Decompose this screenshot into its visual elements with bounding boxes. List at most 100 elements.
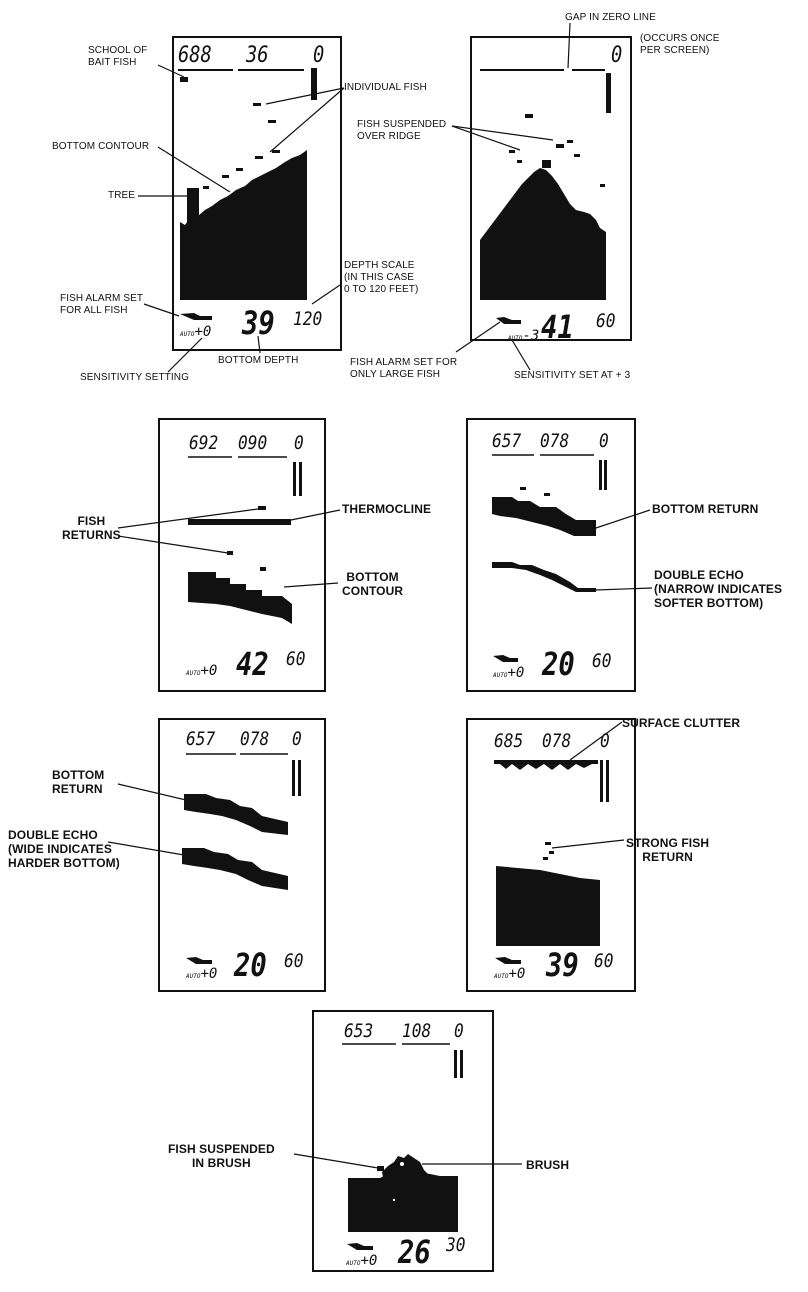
label-bottom-return-4: BOTTOM RETURN (652, 502, 759, 516)
label-bottom-return-5: BOTTOM RETURN (52, 768, 105, 796)
bottom-contour (180, 150, 307, 300)
panel-4-scale-readout: 60 (592, 650, 612, 672)
bottom-return (184, 794, 288, 835)
panel-1-scale-readout: 120 (293, 308, 323, 330)
fish-mark (544, 493, 550, 496)
panel-3-top-right-readout: 0 (294, 432, 304, 454)
fish-mark (253, 103, 261, 106)
fish-mark (255, 156, 263, 159)
double-echo (492, 562, 596, 592)
fish-alarm-symbol (180, 313, 212, 320)
panel-1-top-left-readout: 688 (178, 43, 212, 68)
fish-mark (236, 168, 243, 171)
strong-fish-mark (545, 842, 551, 845)
sonar-panel-3 (158, 418, 326, 692)
zero-line-bar (292, 760, 295, 796)
brush-gap (400, 1162, 404, 1166)
thermocline (188, 519, 291, 525)
fish-mark (272, 150, 280, 153)
label-double-echo-wide: DOUBLE ECHO (WIDE INDICATES HARDER BOTTO… (8, 828, 120, 870)
label-bottom-contour: BOTTOM CONTOUR (52, 141, 150, 152)
zero-line-bar (311, 68, 317, 100)
zero-line-bar (604, 460, 607, 490)
panel-6-leaders (551, 721, 625, 849)
zero-line-bar (606, 73, 611, 113)
label-individual-fish: INDIVIDUAL FISH (344, 82, 427, 93)
panel-7-sensitivity: AUTO+0 (346, 1253, 378, 1269)
label-depth-scale: DEPTH SCALE (IN THIS CASE 0 TO 120 FEET) (344, 260, 419, 295)
label-fish-alarm-large: FISH ALARM SET FOR ONLY LARGE FISH (350, 357, 458, 380)
zero-line-bar (606, 760, 609, 802)
zero-line-bar (293, 462, 296, 496)
panel-1-top-right-readout: 0 (313, 43, 325, 68)
fish-mark (600, 184, 605, 187)
label-thermocline: THERMOCLINE (342, 502, 432, 516)
ridge-contour (480, 168, 606, 300)
fish-mark (567, 140, 573, 143)
zero-line-bar (298, 760, 301, 796)
fish-alarm-symbol (186, 957, 212, 964)
fish-mark (520, 487, 526, 490)
fish-in-brush (377, 1166, 384, 1171)
panel-6-sensitivity: AUTO+0 (494, 966, 526, 982)
panel-5-sensitivity: AUTO+0 (186, 966, 218, 982)
panel-7-scale-readout: 30 (446, 1234, 466, 1256)
label-school-of-bait-fish: SCHOOL OF BAIT FISH (88, 45, 148, 68)
fish-mark (574, 154, 580, 157)
label-gap-in-zero-line: GAP IN ZERO LINE (565, 12, 656, 23)
panel-1-leaders (138, 64, 345, 373)
panel-4-top-mid-readout: 078 (540, 430, 570, 452)
label-bottom-contour-3: BOTTOM CONTOUR (342, 570, 404, 598)
panel-7-depth-readout: 26 (398, 1233, 431, 1271)
strong-fish-mark (543, 857, 548, 860)
fish-alarm-symbol (496, 317, 521, 324)
panel-3-depth-readout: 42 (236, 645, 269, 683)
strong-fish-mark (549, 851, 554, 854)
bottom-contour (188, 572, 292, 624)
fish-mark (222, 175, 229, 178)
bottom-return (492, 497, 596, 536)
panel-5-scale-readout: 60 (284, 950, 304, 972)
fish-mark (525, 114, 533, 118)
label-fish-returns: FISH RETURNS (62, 514, 121, 542)
panel-6-top-left-readout: 685 (494, 730, 524, 752)
sonar-panel-4 (466, 418, 636, 692)
panel-2-leaders (451, 22, 571, 371)
surface-clutter-texture (500, 764, 592, 770)
zero-line-bar (460, 1050, 463, 1078)
panel-7-top-right-readout: 0 (454, 1020, 464, 1042)
panel-4-leaders (595, 509, 653, 591)
zero-line-bar (599, 460, 602, 490)
fish-mark (260, 567, 266, 571)
surface-clutter (494, 760, 598, 764)
panel-2-scale-readout: 60 (596, 310, 616, 332)
double-echo (182, 848, 288, 890)
bottom-contour (496, 866, 600, 946)
label-fish-alarm-all: FISH ALARM SET FOR ALL FISH (60, 293, 144, 316)
panel-2-depth-readout: 41 (541, 308, 574, 346)
panel-3-top-mid-readout: 090 (238, 432, 268, 454)
bait-fish-school (180, 77, 188, 82)
panel-2-top-right-readout: 0 (611, 43, 623, 68)
fish-mark (258, 506, 266, 510)
label-double-echo-narrow: DOUBLE ECHO (NARROW INDICATES SOFTER BOT… (654, 568, 783, 610)
panel-3-leaders (117, 508, 341, 588)
panel-7-leaders (293, 1153, 522, 1169)
fish-alarm-symbol (493, 655, 518, 662)
panel-7-top-left-readout: 653 (344, 1020, 374, 1042)
fish-mark (203, 186, 209, 189)
panel-1-top-mid-readout: 36 (246, 43, 269, 68)
panel-6-scale-readout: 60 (594, 950, 614, 972)
panel-1-sensitivity: AUTO+0 (180, 324, 212, 340)
fish-alarm-symbol (347, 1243, 373, 1250)
panel-6-depth-readout: 39 (546, 946, 579, 984)
label-sensitivity-setting: SENSITIVITY SETTING (80, 372, 189, 383)
panel-4-sensitivity: AUTO+0 (493, 665, 525, 681)
label-sensitivity-set: SENSITIVITY SET AT + 3 (514, 370, 631, 381)
